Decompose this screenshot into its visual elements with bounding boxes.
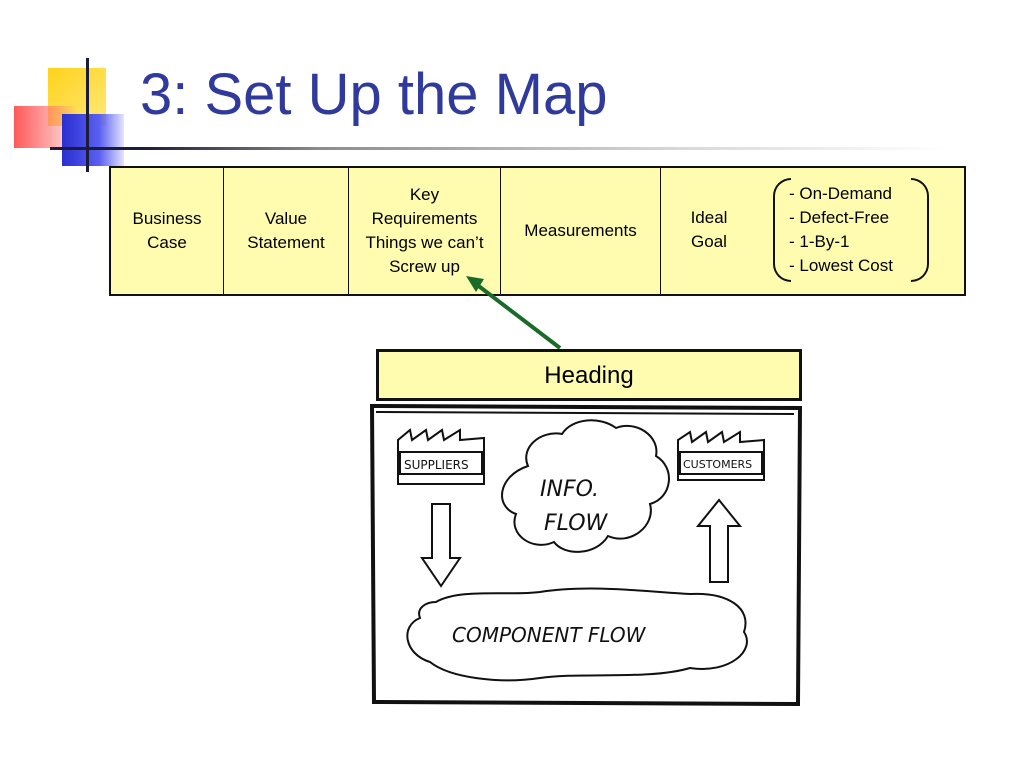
ideal-goal-label: Ideal Goal (681, 206, 737, 254)
goal-item: - Defect-Free (789, 208, 890, 227)
goal-list: - On-Demand - Defect-Free - 1-By-1 - Low… (789, 182, 893, 278)
cell-text: Key (409, 185, 440, 204)
info-flow-label: INFO. (540, 477, 599, 502)
right-bracket (911, 178, 929, 282)
component-flow-cloud (406, 587, 748, 682)
customers-factory-icon (677, 430, 765, 481)
component-flow-label: COMPONENT FLOW (452, 623, 647, 647)
cell-business-case: Business Case (111, 168, 224, 294)
cell-text: Screw up (389, 257, 460, 276)
cell-text: Things we can’t (365, 233, 484, 252)
customers-label: CUSTOMERS (683, 458, 752, 471)
cell-ideal-goal: Ideal Goal - On-Demand - Defect-Free - 1… (661, 168, 964, 294)
cell-text: Statement (247, 233, 325, 252)
suppliers-factory-icon (397, 428, 485, 485)
goal-item: - 1-By-1 (789, 232, 850, 251)
cell-text: Ideal (690, 208, 728, 227)
slide-title: 3: Set Up the Map (140, 62, 608, 127)
cell-text: Case (147, 233, 187, 252)
cell-text: Measurements (524, 221, 637, 240)
decor-blue-square (62, 114, 124, 166)
heading-box: Heading (376, 349, 802, 401)
info-flow-label: FLOW (544, 511, 609, 536)
sketch-frame-inner (375, 411, 795, 415)
cell-text: Business (132, 209, 202, 228)
value-stream-sketch: SUPPLIERS CUSTOMERS INFO. FLOW COMPONENT… (369, 403, 803, 707)
cell-text: Goal (691, 232, 727, 251)
cell-measurements: Measurements (501, 168, 661, 294)
cell-text: Requirements (371, 209, 478, 228)
down-arrow-icon (420, 503, 462, 588)
cell-value-statement: Value Statement (224, 168, 349, 294)
suppliers-label: SUPPLIERS (404, 458, 469, 472)
up-arrow-icon (695, 498, 743, 583)
info-flow-cloud (501, 419, 670, 553)
cell-text: Value (264, 209, 308, 228)
decor-vertical-line (86, 58, 89, 172)
title-underline (50, 147, 950, 150)
map-header-table: Business Case Value Statement Key Requir… (109, 166, 966, 296)
goal-item: - Lowest Cost (789, 256, 893, 275)
cell-key-requirements: Key Requirements Things we can’t Screw u… (349, 168, 501, 294)
goal-item: - On-Demand (789, 184, 892, 203)
